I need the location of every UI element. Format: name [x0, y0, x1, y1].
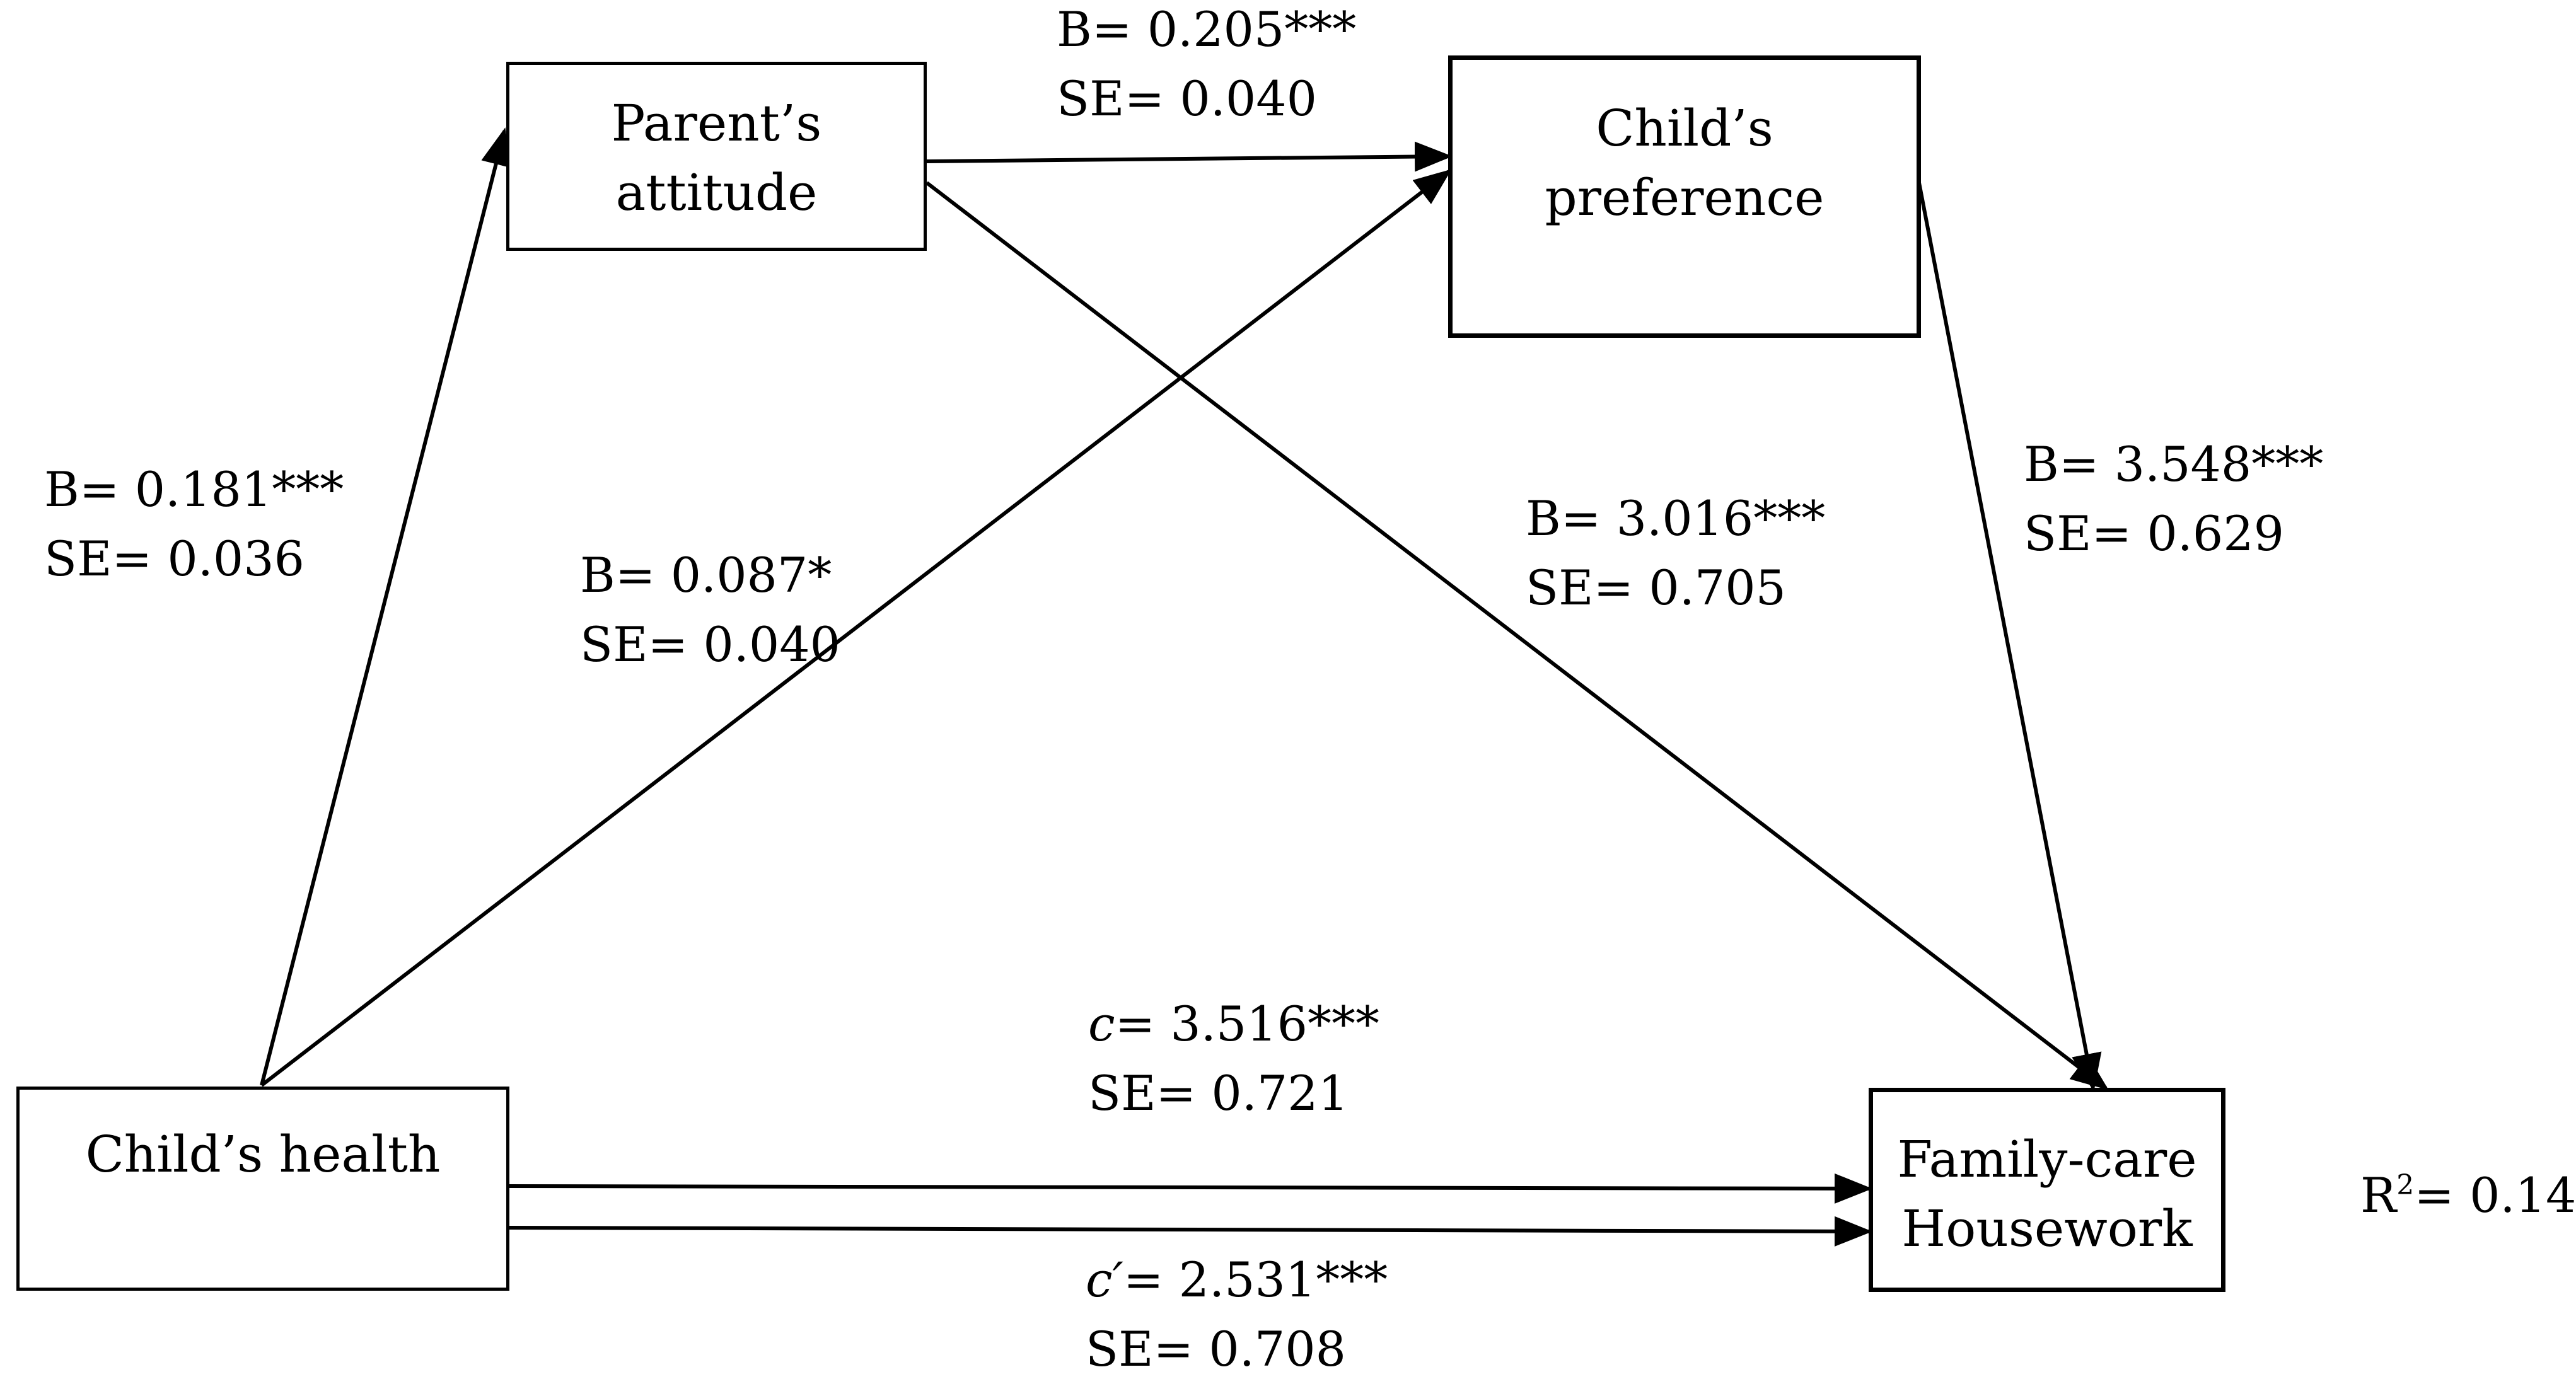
node-child-preference: Child’s preference [1448, 55, 1921, 338]
total-effect-value: = 3.516*** [1115, 996, 1379, 1052]
label-parent-to-outcome: B= 3.016*** SE= 0.705 [1526, 484, 1825, 623]
direct-effect-value: = 2.531*** [1123, 1252, 1388, 1308]
arrow-direct-effect [509, 1216, 1872, 1247]
parent-to-outcome-se: SE= 0.705 [1526, 560, 1786, 616]
total-effect-se: SE= 0.721 [1088, 1065, 1349, 1121]
parent-to-preference-b: B= 0.205*** [1057, 1, 1357, 57]
node-parent-attitude-line1: Parent’s [611, 94, 822, 153]
r-squared-superscript: 2 [2396, 1169, 2415, 1201]
direct-effect-coefficient: c′= 2.531*** [1086, 1245, 1388, 1315]
arrow-parent-to-preference [926, 141, 1453, 172]
health-to-preference-se-wrapper: SE= 0.040 [580, 610, 840, 666]
total-effect-symbol: c [1088, 996, 1115, 1052]
node-child-preference-line2: preference [1545, 168, 1825, 227]
label-health-to-parent: B= 0.181*** SE= 0.036 [44, 455, 344, 594]
label-preference-to-outcome: B= 3.548*** SE= 0.629 [2024, 430, 2323, 568]
direct-effect-symbol: c′ [1086, 1252, 1123, 1308]
node-family-care-line1: Family-care [1897, 1130, 2197, 1189]
arrow-parent-to-outcome [925, 181, 2109, 1090]
r-squared-prefix: R [2360, 1167, 2397, 1223]
preference-to-outcome-b: B= 3.548*** [2024, 436, 2324, 492]
label-r-squared: R2= 0.143 [2360, 1161, 2576, 1230]
label-health-to-preference: B= 0.087* SE= 0.040 [580, 541, 840, 666]
arrow-preference-to-outcome [1917, 182, 2102, 1092]
preference-to-outcome-se: SE= 0.629 [2024, 505, 2284, 562]
arrow-total-effect [509, 1173, 1872, 1204]
node-child-health: Child’s health [16, 1087, 509, 1291]
arrow-health-to-preference [260, 169, 1452, 1087]
r-squared-text: R2= 0.143 [2360, 1161, 2576, 1230]
label-parent-to-preference: B= 0.205*** SE= 0.040 [1057, 0, 1356, 134]
node-parent-attitude: Parent’s attitude [506, 62, 927, 251]
health-to-preference-b: B= 0.087* [580, 547, 832, 603]
node-family-care-housework: Family-care Housework [1869, 1088, 2225, 1292]
node-child-health-label: Child’s health [85, 1125, 441, 1184]
total-effect-coefficient: c= 3.516*** [1088, 989, 1379, 1059]
health-to-parent-b: B= 0.181*** [44, 461, 344, 517]
node-child-preference-line1: Child’s [1596, 99, 1773, 158]
health-to-parent-se: SE= 0.036 [44, 531, 305, 587]
parent-to-preference-se: SE= 0.040 [1057, 71, 1317, 127]
r-squared-value: = 0.143 [2414, 1167, 2576, 1223]
arrow-health-to-parent [260, 127, 511, 1086]
health-to-preference-se: SE= 0.040 [580, 616, 840, 666]
direct-effect-se: SE= 0.708 [1086, 1321, 1346, 1377]
label-total-effect: c= 3.516*** SE= 0.721 [1088, 989, 1379, 1128]
label-direct-effect: c′= 2.531*** SE= 0.708 [1086, 1245, 1388, 1384]
parent-to-outcome-b: B= 3.016*** [1526, 490, 1826, 546]
node-parent-attitude-line2: attitude [615, 163, 818, 222]
node-family-care-line2: Housework [1901, 1199, 2193, 1258]
